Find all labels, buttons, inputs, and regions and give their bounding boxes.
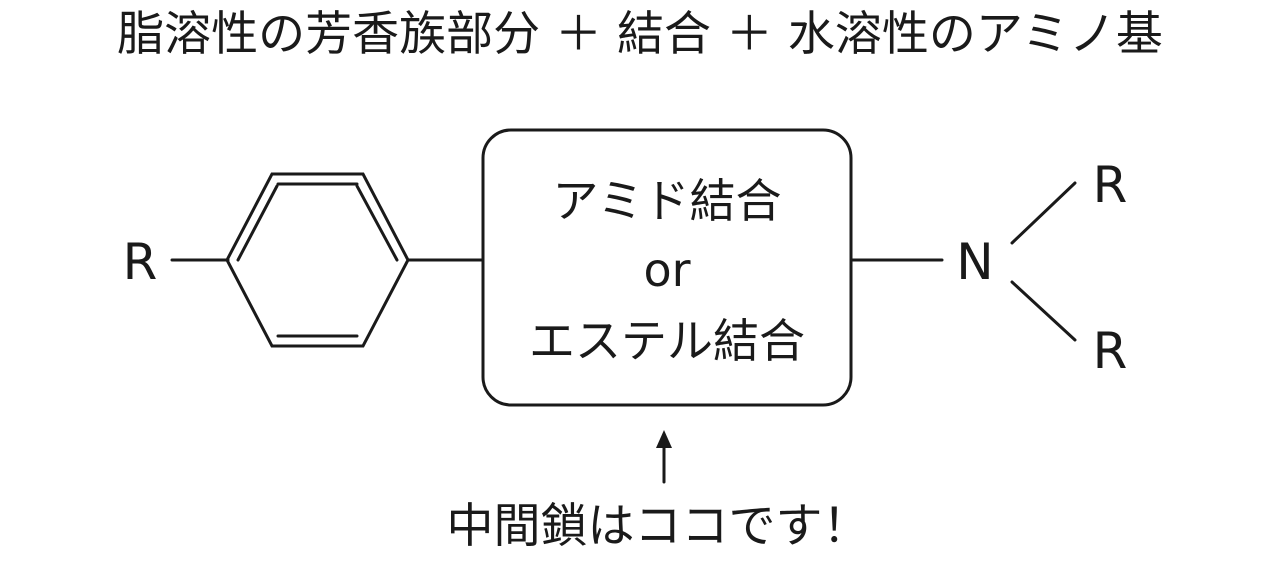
linkage-amide-label: アミド結合 bbox=[552, 174, 781, 228]
r-top-label: R bbox=[1093, 156, 1128, 214]
benzene-hexagon bbox=[225, 172, 410, 348]
r-bottom-label: R bbox=[1093, 322, 1128, 380]
nitrogen-label: N bbox=[956, 233, 993, 291]
linkage-ester-label: エステル結合 bbox=[529, 314, 805, 368]
benzene-ring bbox=[225, 172, 410, 348]
linkage-box bbox=[481, 128, 853, 407]
linkage-or-label: or bbox=[643, 243, 690, 297]
benzene-double-bond-right bbox=[355, 184, 399, 262]
bond-n-to-r-bottom bbox=[1010, 280, 1077, 342]
middle-chain-annotation: 中間鎖はココです！ bbox=[447, 499, 870, 554]
benzene-double-bond-left bbox=[236, 184, 279, 262]
up-arrow-icon bbox=[656, 430, 672, 484]
diagram-title: 脂溶性の芳香族部分 ＋ 結合 ＋ 水溶性のアミノ基 bbox=[117, 7, 1163, 62]
r-left-label: R bbox=[123, 233, 158, 291]
bond-n-to-r-top bbox=[1010, 181, 1077, 245]
